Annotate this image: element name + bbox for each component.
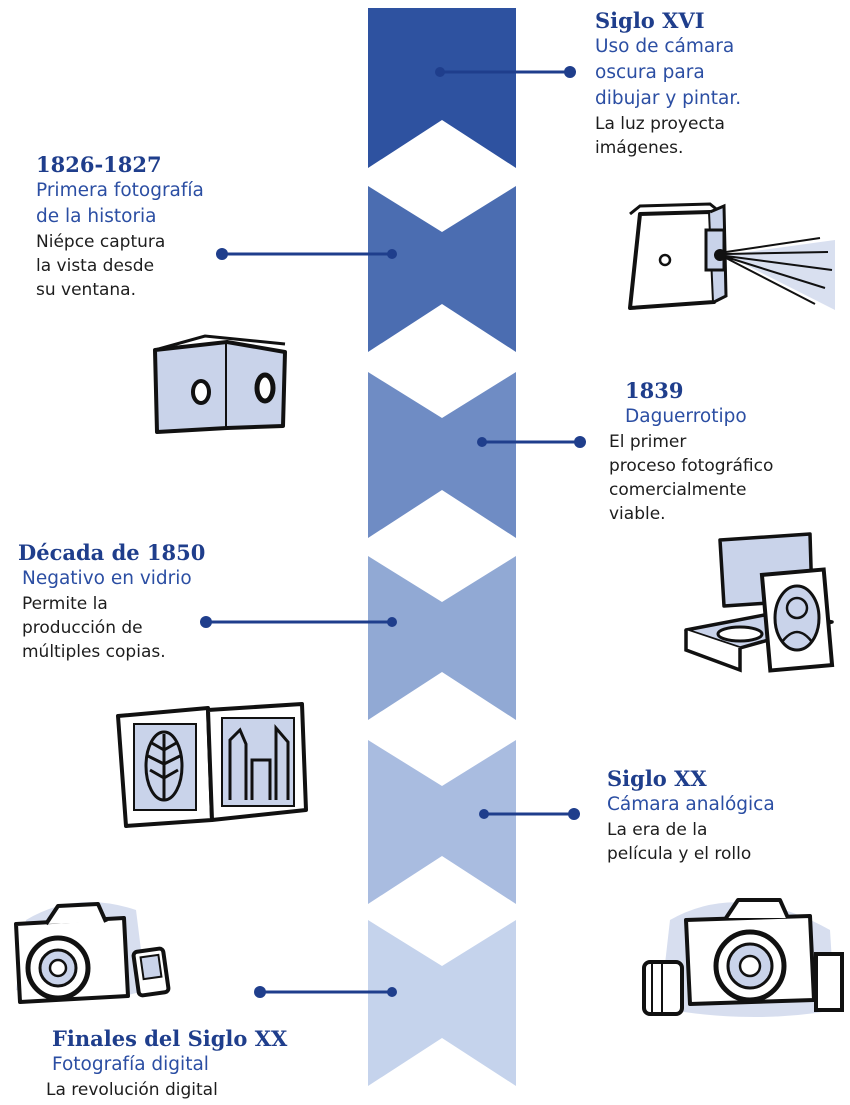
- entry-title-line: Daguerrotipo: [625, 406, 747, 427]
- entry-description-line: película y el rollo: [607, 844, 752, 864]
- digital-camera-icon: [14, 902, 171, 1004]
- entry-date: 1839: [625, 378, 684, 403]
- chevron-2: [368, 186, 516, 352]
- box-camera-icon: [153, 334, 287, 434]
- entry-description-line: proceso fotográfico: [609, 456, 774, 476]
- connector-3: [477, 436, 586, 448]
- entry-title-line: de la historia: [36, 206, 157, 227]
- chevron-6: [368, 920, 516, 1086]
- entry-date: Siglo XX: [607, 766, 707, 791]
- timeline-entry-finales-siglo-xx: Finales del Siglo XX Fotografía digital …: [46, 1026, 330, 1102]
- entry-description-line: La era de la: [607, 820, 708, 840]
- timeline-entry-decada-1850: Década de 1850 Negativo en vidrio Permit…: [18, 540, 268, 664]
- chevron-1: [368, 8, 516, 168]
- connector-2: [216, 248, 397, 260]
- entry-description-line: El primer: [609, 432, 687, 452]
- entry-title-line: Cámara analógica: [607, 794, 775, 815]
- entry-description-line: imágenes.: [595, 138, 684, 158]
- entry-date: Siglo XVI: [595, 8, 705, 33]
- entry-title-line: Uso de cámara: [595, 36, 735, 57]
- chevron-4: [368, 556, 516, 720]
- connector-5: [479, 808, 580, 820]
- analog-camera-icon: [642, 898, 844, 1018]
- timeline-entry-siglo-xvi: Siglo XVI Uso de cámara oscura para dibu…: [595, 8, 845, 160]
- chevron-3: [368, 372, 516, 538]
- daguerreotype-case-icon: [684, 532, 835, 673]
- entry-title-line: Fotografía digital: [52, 1054, 209, 1075]
- entry-date: Finales del Siglo XX: [52, 1026, 288, 1051]
- connector-6: [254, 986, 397, 998]
- entry-description-line: producción de: [22, 618, 143, 638]
- connector-1: [435, 66, 576, 78]
- entry-description-line: viable.: [609, 504, 666, 524]
- entry-title-line: oscura para: [595, 62, 705, 83]
- glass-negatives-icon: [116, 702, 308, 828]
- entry-description-line: La revolución digital: [46, 1080, 218, 1100]
- chevron-5: [368, 740, 516, 904]
- timeline-entry-siglo-xx: Siglo XX Cámara analógica La era de la p…: [607, 766, 845, 866]
- entry-date: Década de 1850: [18, 540, 206, 565]
- connector-4: [200, 616, 397, 628]
- timeline-entry-1826-1827: 1826-1827 Primera fotografía de la histo…: [36, 152, 266, 302]
- entry-description-line: comercialmente: [609, 480, 747, 500]
- camera-obscura-icon: [628, 202, 835, 310]
- entry-title-line: Primera fotografía: [36, 180, 204, 201]
- entry-description-line: su ventana.: [36, 280, 137, 300]
- entry-date: 1826-1827: [36, 152, 162, 177]
- timeline-entry-1839: 1839 Daguerrotipo El primer proceso foto…: [609, 378, 847, 526]
- entry-description-line: La luz proyecta: [595, 114, 725, 134]
- entry-title-line: Negativo en vidrio: [22, 568, 192, 589]
- entry-description-line: múltiples copias.: [22, 642, 166, 662]
- entry-description-line: Permite la: [22, 594, 108, 614]
- entry-title-line: dibujar y pintar.: [595, 88, 742, 109]
- entry-description-line: la vista desde: [36, 256, 155, 276]
- entry-description-line: Niépce captura: [36, 232, 166, 252]
